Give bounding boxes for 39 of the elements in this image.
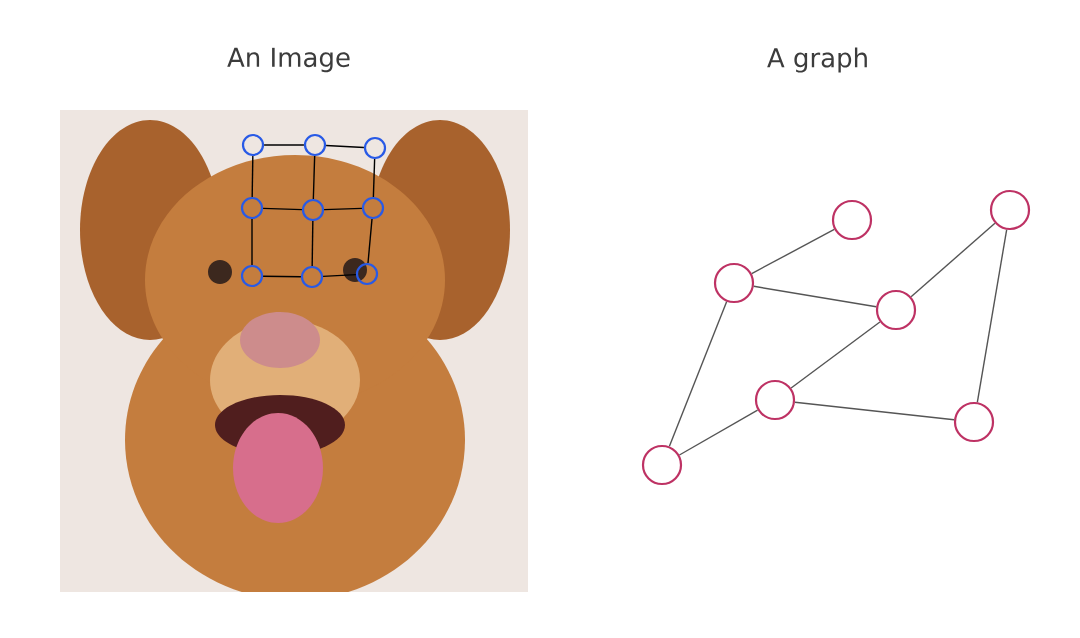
graph-node-circle — [875, 289, 917, 331]
grid-point-circle — [355, 262, 379, 286]
connector-line — [262, 275, 302, 278]
connector-line — [678, 409, 759, 456]
graph-node-circle — [831, 199, 873, 241]
connector-line — [751, 228, 835, 275]
connector-line — [251, 155, 254, 198]
heading: An Image — [227, 47, 350, 73]
connector-line — [263, 144, 305, 146]
dog-photo-drawing — [60, 110, 528, 592]
connector-line — [251, 218, 253, 266]
connector-line — [753, 285, 877, 308]
graph-node-circle — [641, 444, 683, 486]
connector-line — [367, 218, 373, 264]
grid-point-circle — [240, 196, 264, 220]
connector-line — [668, 301, 728, 447]
graph-node-circle — [953, 401, 995, 443]
connector-line — [311, 220, 314, 267]
grid-point-circle — [300, 265, 324, 289]
connector-line — [372, 158, 376, 198]
connector-line — [790, 321, 881, 389]
grid-point-circle — [303, 133, 327, 157]
connector-line — [323, 207, 363, 211]
grid-point-circle — [361, 196, 385, 220]
connector-line — [794, 401, 955, 421]
connector-line — [910, 222, 996, 298]
connector-line — [976, 229, 1008, 403]
graph-node-circle — [713, 262, 755, 304]
connector-line — [262, 207, 303, 211]
graph-node-circle — [989, 189, 1031, 231]
grid-point-circle — [240, 264, 264, 288]
connector-line — [325, 144, 365, 149]
connector-line — [312, 155, 316, 200]
grid-point-circle — [363, 136, 387, 160]
grid-point-circle — [301, 198, 325, 222]
graph-node-circle — [754, 379, 796, 421]
heading: A graph — [767, 47, 867, 73]
connector-line — [322, 273, 357, 278]
grid-point-circle — [241, 133, 265, 157]
